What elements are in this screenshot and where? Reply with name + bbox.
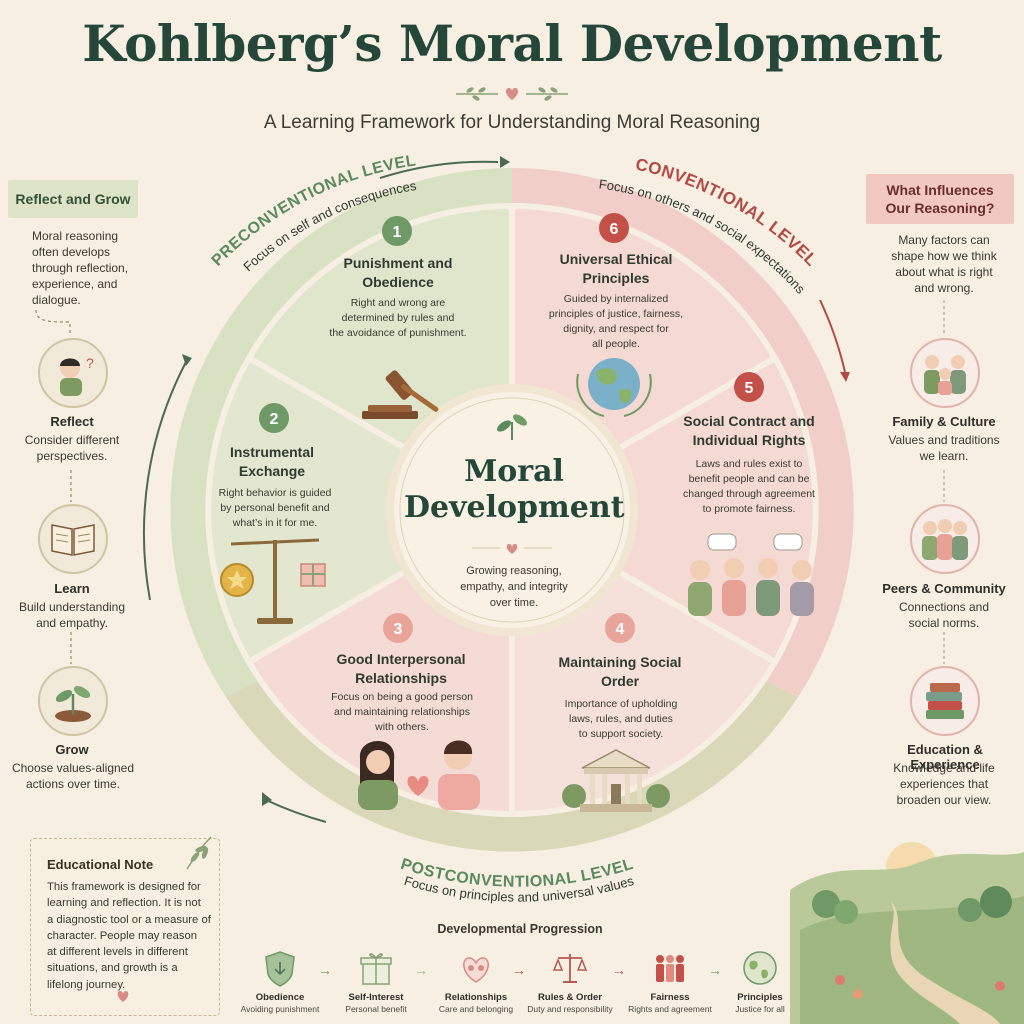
grow-title: Grow bbox=[55, 742, 89, 757]
center-desc: Growing reasoning,empathy, and integrity… bbox=[460, 565, 568, 609]
globe-icon bbox=[576, 358, 652, 417]
page-title: Kohlberg’s Moral Development bbox=[82, 14, 942, 73]
arrow-top bbox=[379, 160, 499, 179]
family-icon bbox=[910, 338, 980, 408]
stage-3-badge: 3 bbox=[383, 613, 413, 643]
people-icon bbox=[656, 955, 684, 982]
stage-6-badge: 6 bbox=[599, 213, 629, 243]
arrow-bottom bbox=[265, 799, 327, 823]
progression-step-fairness: Fairness Rights and agreement bbox=[610, 948, 730, 1014]
education-experience-title: Education & Experience bbox=[907, 742, 983, 772]
center-circle bbox=[386, 384, 638, 636]
arrow-left bbox=[142, 361, 187, 601]
svg-text:3: 3 bbox=[394, 621, 403, 638]
stage-5-title: Social Contract and Individual Rights bbox=[683, 413, 815, 448]
stage-1-title: Punishment and Obedience bbox=[343, 255, 453, 290]
ring-left bbox=[170, 168, 512, 697]
family-culture-title: Family & Culture bbox=[892, 414, 996, 429]
center-sprout-icon bbox=[497, 414, 527, 440]
stage-2-badge: 2 bbox=[259, 403, 289, 433]
ring-right bbox=[512, 168, 854, 697]
reflect-and-grow-heading: Reflect and Grow bbox=[8, 180, 138, 218]
hearts-icon bbox=[463, 957, 489, 983]
stage-6-title: Universal Ethical Principles bbox=[559, 251, 673, 286]
progression-title: Developmental Progression bbox=[437, 922, 603, 936]
gift-icon bbox=[360, 953, 392, 985]
group-discussion-icon bbox=[688, 533, 814, 616]
globe-icon bbox=[743, 951, 777, 985]
svg-text:?: ? bbox=[86, 355, 94, 371]
scale-icon bbox=[552, 954, 588, 983]
svg-text:4: 4 bbox=[616, 621, 625, 638]
progression-arrow: → bbox=[318, 962, 332, 978]
progression-arrow: → bbox=[612, 962, 626, 978]
svg-text:6: 6 bbox=[610, 221, 619, 238]
stage-2-title: Instrumental Exchange bbox=[229, 444, 314, 479]
note-heart-icon bbox=[117, 991, 129, 1002]
page-subtitle: A Learning Framework for Understanding M… bbox=[263, 112, 761, 133]
learn-title: Learn bbox=[54, 581, 90, 596]
landscape-illustration bbox=[790, 842, 1024, 1024]
arrow-right bbox=[819, 299, 846, 373]
progression-step-rules-order: Rules & Order Duty and responsibility bbox=[510, 948, 630, 1014]
leaf-sprig-icon bbox=[186, 836, 212, 870]
scale-icon bbox=[220, 538, 326, 624]
stage-4-title: Maintaining Social Order bbox=[558, 654, 682, 689]
stage-5-badge: 5 bbox=[734, 372, 764, 402]
sector-stage-2 bbox=[205, 353, 518, 667]
svg-text:5: 5 bbox=[745, 380, 754, 397]
center-heart-icon bbox=[506, 544, 518, 554]
svg-text:2: 2 bbox=[270, 411, 279, 428]
reflect-title: Reflect bbox=[50, 414, 94, 429]
svg-text:1: 1 bbox=[393, 224, 402, 241]
sprout-icon bbox=[38, 666, 108, 736]
progression-step-relationships: Relationships Care and belonging bbox=[416, 948, 536, 1014]
books-stack-icon bbox=[910, 666, 980, 736]
note-title: Educational Note bbox=[47, 857, 154, 872]
couple-icon bbox=[358, 740, 480, 810]
stage-1-badge: 1 bbox=[382, 216, 412, 246]
peers-icon bbox=[910, 504, 980, 574]
progression-step-principles: Principles Justice for all bbox=[700, 948, 820, 1014]
peers-community-title: Peers & Community bbox=[882, 581, 1006, 596]
stage-3-title: Good Interpersonal Relationships bbox=[336, 651, 466, 686]
courthouse-icon bbox=[562, 749, 670, 812]
book-icon bbox=[38, 504, 108, 574]
leaf-heart-ornament bbox=[456, 87, 568, 101]
progression-arrow: → bbox=[512, 962, 526, 978]
thinking-person-icon: ? bbox=[38, 338, 108, 408]
progression-step-self-interest: Self-Interest Personal benefit bbox=[316, 948, 436, 1014]
progression-step-obedience: Obedience Avoiding punishment bbox=[220, 948, 340, 1014]
gavel-icon bbox=[362, 370, 439, 419]
stage-4-badge: 4 bbox=[605, 613, 635, 643]
shield-icon bbox=[265, 951, 295, 987]
progression-arrow: → bbox=[708, 962, 722, 978]
educational-note: Educational Note This framework is desig… bbox=[30, 836, 220, 1016]
progression-arrow: → bbox=[414, 962, 428, 978]
